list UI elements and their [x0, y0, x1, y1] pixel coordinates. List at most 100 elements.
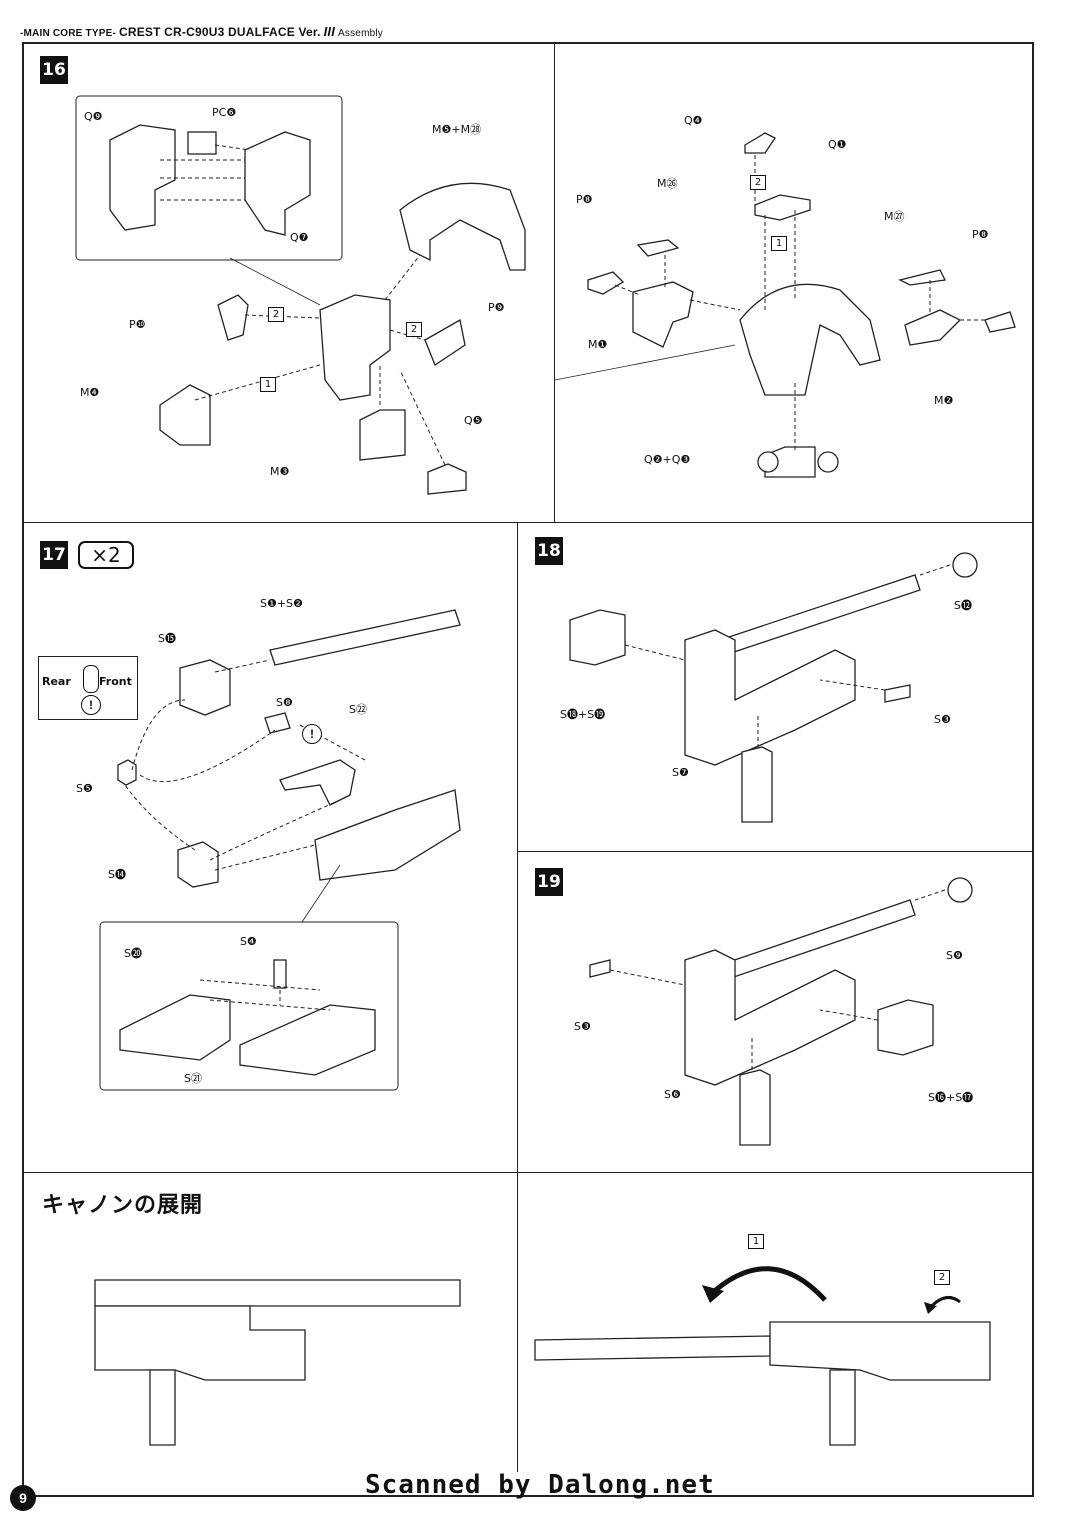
part-q1 — [754, 194, 811, 221]
part-s21 — [239, 1004, 376, 1076]
header-suffix: Assembly — [338, 28, 383, 39]
part-label: S❻ — [664, 1088, 681, 1101]
part-s16-s17 — [877, 999, 934, 1056]
part-s4 — [273, 959, 287, 989]
part-s22 — [279, 759, 356, 806]
rotate-arrow-1 — [708, 1266, 827, 1302]
part-label: Q❷+Q❸ — [644, 453, 691, 466]
part-label: S❸ — [574, 1020, 591, 1033]
order-number: 2 — [406, 322, 422, 337]
divider — [517, 522, 518, 1472]
part-s7 — [741, 746, 773, 823]
part-label: Q❼ — [290, 231, 309, 244]
step-17-badge: 17 — [40, 541, 68, 569]
header-prefix: -MAIN CORE TYPE- — [20, 28, 116, 39]
part-cannon-body — [684, 629, 856, 766]
header-model: CREST CR-C90U3 DUALFACE Ver. — [118, 25, 321, 39]
step-18-badge: 18 — [535, 537, 563, 565]
part-pc — [187, 131, 217, 155]
part-label: PC❻ — [212, 106, 237, 119]
cannon-barrel-deployed — [534, 1335, 771, 1361]
legend-front: Front — [99, 675, 132, 688]
cannon-body-deployed — [769, 1321, 991, 1381]
part-s6 — [739, 1069, 771, 1146]
part-s3 — [589, 959, 611, 978]
part-label: S❼ — [672, 766, 689, 779]
part-label: M❷ — [934, 394, 954, 407]
part-core — [319, 294, 391, 401]
multiplier-badge: ×2 — [78, 541, 134, 569]
cannon-body-folded — [94, 1305, 306, 1381]
part-label: Q❾ — [84, 110, 103, 123]
part-label: S㉒ — [349, 703, 367, 716]
part-barrel — [719, 899, 916, 981]
part-s8 — [264, 712, 291, 734]
step-16-badge: 16 — [40, 56, 68, 84]
part-label: S⓰+S⓱ — [928, 1091, 974, 1104]
part-m2 — [904, 309, 962, 346]
header-ver-mark: III — [323, 24, 336, 39]
part-s12 — [952, 552, 978, 578]
part-label: S❹ — [240, 935, 257, 948]
part-label: S⓮ — [108, 868, 126, 881]
part-label: S❶+S❷ — [260, 597, 303, 610]
part-m5-m28 — [399, 182, 526, 271]
part-s3 — [884, 684, 911, 703]
part-s1-s2 — [269, 609, 461, 666]
part-m1 — [632, 281, 694, 348]
part-s5 — [117, 759, 137, 786]
part-q2-q3 — [764, 446, 816, 478]
part-m26 — [636, 239, 680, 257]
order-number: 1 — [748, 1234, 764, 1249]
part-label: M❺+M㉘ — [432, 123, 482, 136]
part-label: M❸ — [270, 465, 290, 478]
part-label: P❽ — [576, 193, 593, 206]
page-header: -MAIN CORE TYPE- CREST CR-C90U3 DUALFACE… — [20, 24, 383, 39]
divider — [517, 851, 1032, 852]
cannon-deploy-title: キャノンの展開 — [42, 1193, 204, 1218]
part-label: S⓬ — [954, 599, 972, 612]
page-number: 9 — [10, 1485, 36, 1511]
part-p8b — [984, 311, 1016, 333]
divider — [24, 522, 1032, 523]
part-s9 — [947, 877, 973, 903]
part-label: P❾ — [488, 301, 505, 314]
part-label: Q❶ — [828, 138, 847, 151]
peg-orientation-icon — [83, 665, 99, 693]
part-label: P❿ — [129, 318, 146, 331]
part-label: Q❹ — [684, 114, 703, 127]
order-number: 1 — [771, 236, 787, 251]
part-label: S❸ — [934, 713, 951, 726]
part-s20 — [119, 994, 231, 1061]
order-number: 1 — [260, 377, 276, 392]
part-p9 — [424, 318, 466, 366]
orientation-legend: Rear Front ! — [38, 656, 138, 720]
step-19-badge: 19 — [535, 868, 563, 896]
divider — [24, 1172, 1032, 1173]
part-barrel — [719, 574, 921, 656]
part-cannon-body — [684, 949, 856, 1086]
part-m27 — [898, 269, 946, 286]
part-s18-s19 — [569, 609, 626, 666]
part-s-body — [314, 789, 461, 881]
part-q5 — [427, 463, 467, 495]
caution-icon: ! — [81, 695, 101, 715]
part-label: M㉖ — [657, 177, 678, 190]
part-body — [739, 283, 881, 396]
part-label: S㉑ — [184, 1072, 202, 1085]
part-label: M㉗ — [884, 210, 905, 223]
divider — [554, 44, 555, 522]
cannon-grip-deployed — [829, 1369, 856, 1446]
legend-rear: Rear — [42, 675, 71, 688]
page-frame — [22, 42, 1034, 1497]
part-label: P❽ — [972, 228, 989, 241]
part-label: S❺ — [76, 782, 93, 795]
order-number: 2 — [934, 1270, 950, 1285]
part-m4 — [159, 384, 211, 446]
part-p8 — [587, 271, 625, 295]
part-label: S❽ — [276, 696, 293, 709]
cannon-barrel-folded — [94, 1279, 461, 1307]
part-label: M❶ — [588, 338, 608, 351]
part-q4 — [744, 132, 776, 154]
